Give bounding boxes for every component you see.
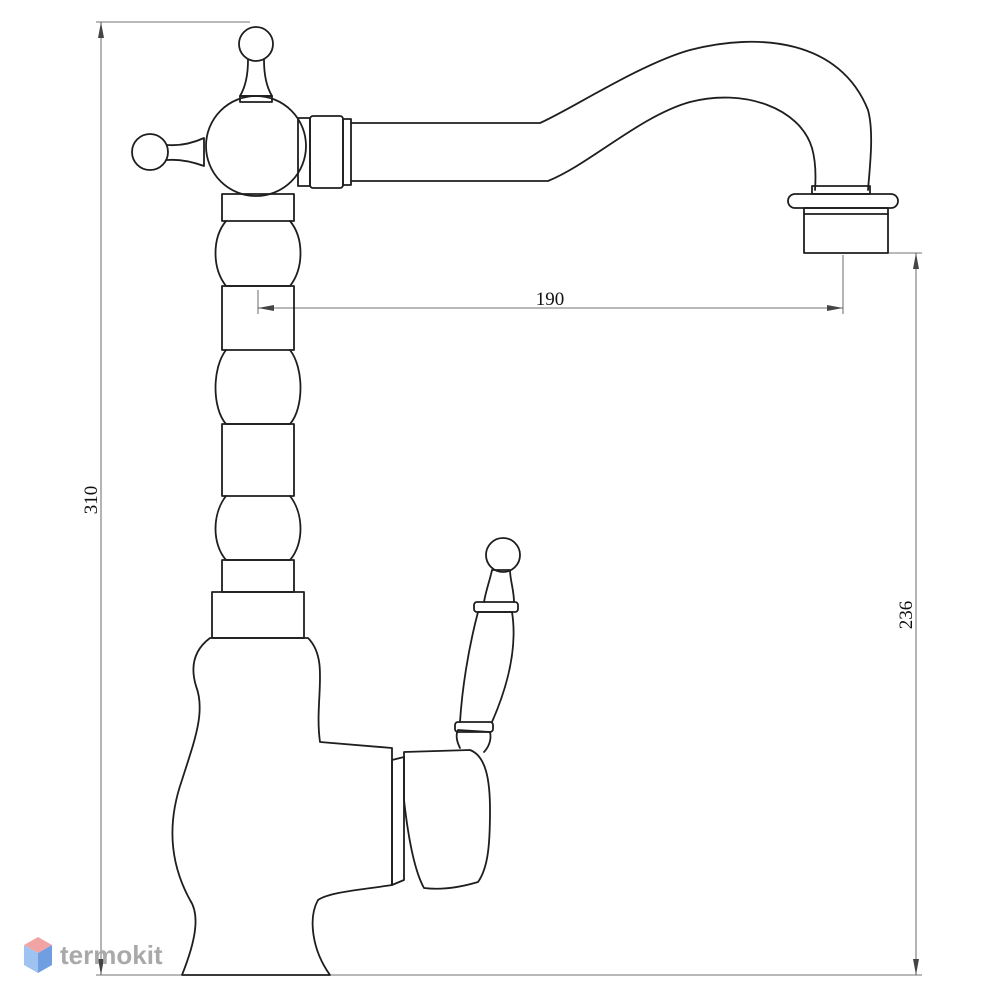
dimension-spout-reach: 190 <box>257 255 844 314</box>
cross-handle <box>131 26 352 197</box>
logo-text: termokit <box>60 940 163 970</box>
dimension-total-height: 310 <box>81 21 250 976</box>
lever-handle <box>391 537 521 890</box>
dimension-spout-reach-label: 190 <box>536 289 565 310</box>
cube-icon <box>24 937 52 973</box>
faucet-body <box>171 637 393 976</box>
dimension-spout-height-label: 236 <box>896 601 917 630</box>
column <box>211 193 305 639</box>
termokit-logo: termokit <box>24 937 163 973</box>
dimension-total-height-label: 310 <box>81 486 102 515</box>
spout <box>350 40 899 254</box>
dimension-spout-height: 236 <box>330 252 922 976</box>
